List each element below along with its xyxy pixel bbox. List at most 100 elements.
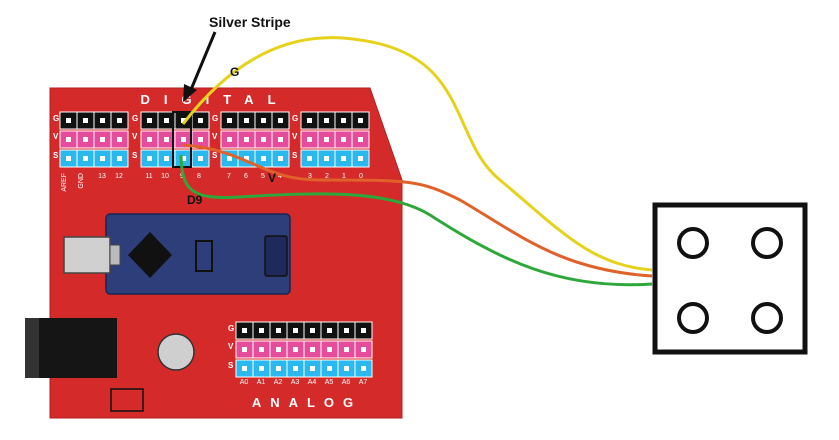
header-pin-hole xyxy=(244,118,249,123)
header-pin-hole xyxy=(198,118,203,123)
row-label-s: S xyxy=(53,151,59,160)
usb-port-inner xyxy=(109,244,121,266)
pin-label-4: 4 xyxy=(278,173,282,180)
header-pin-hole xyxy=(358,156,363,161)
pin-label-a1: A1 xyxy=(257,379,266,386)
row-label-g-2: G xyxy=(132,114,138,123)
header-pin-hole xyxy=(310,366,315,371)
pin-label-a3: A3 xyxy=(291,379,300,386)
header-pin-hole xyxy=(198,156,203,161)
pin-label-aref: AREF xyxy=(61,173,68,192)
wire-label-g: G xyxy=(230,65,239,79)
header-pin-hole xyxy=(276,366,281,371)
pin-label-13: 13 xyxy=(98,173,106,180)
header-pin-hole xyxy=(164,118,169,123)
header-pin-hole xyxy=(117,118,122,123)
pin-label-0: 0 xyxy=(359,173,363,180)
header-pin-hole xyxy=(117,137,122,142)
pin-label-gnd: GND xyxy=(78,173,85,189)
header-pin-hole xyxy=(324,156,329,161)
header-pin-hole xyxy=(307,118,312,123)
chip-small-rect xyxy=(195,240,213,272)
header-pin-hole xyxy=(278,118,283,123)
header-pin-hole xyxy=(341,156,346,161)
header-pin-hole xyxy=(242,328,247,333)
pin-label-11: 11 xyxy=(145,173,152,180)
wire-orange-voltage xyxy=(182,143,653,278)
pin-label-a4: A4 xyxy=(308,379,317,386)
pin-label-10: 10 xyxy=(161,173,169,180)
header-pin-hole xyxy=(344,366,349,371)
pin-label-5: 5 xyxy=(261,173,265,180)
analog-title: ANALOG xyxy=(252,395,362,410)
analog-row-label-g: G xyxy=(228,324,234,333)
pin-label-a6: A6 xyxy=(342,379,351,386)
header-pin-hole xyxy=(181,137,186,142)
power-jack-face xyxy=(25,318,39,378)
header-pin-hole xyxy=(293,328,298,333)
callout-arrowhead xyxy=(183,84,197,102)
header-pin-hole xyxy=(227,118,232,123)
sensor-module xyxy=(652,202,808,355)
header-pin-hole xyxy=(83,156,88,161)
header-pin-hole xyxy=(117,156,122,161)
header-pin-hole xyxy=(261,118,266,123)
header-pin-hole xyxy=(307,137,312,142)
row-label-v-3: V xyxy=(212,132,218,141)
analog-row-labels: G V S xyxy=(228,324,234,370)
header-pin-hole xyxy=(147,118,152,123)
header-pins xyxy=(59,111,373,378)
header-pin-hole xyxy=(293,366,298,371)
pin-label-6: 6 xyxy=(244,173,248,180)
header-pin-hole xyxy=(278,137,283,142)
chip-diamond xyxy=(128,232,172,278)
header-pin-hole xyxy=(259,366,264,371)
analog-row-label-v: V xyxy=(228,342,234,351)
row-label-g-3: G xyxy=(212,114,218,123)
wire-label-v: V xyxy=(268,171,276,185)
pin-label-7: 7 xyxy=(227,173,231,180)
header-pin-hole xyxy=(259,328,264,333)
pin-label-a7: A7 xyxy=(359,379,368,386)
pin-label-a5: A5 xyxy=(325,379,334,386)
header-pin-hole xyxy=(327,366,332,371)
row-label-v-4: V xyxy=(292,132,298,141)
header-pin-hole xyxy=(181,118,186,123)
header-pin-hole xyxy=(198,137,203,142)
header-pin-hole xyxy=(341,137,346,142)
header-pin-hole xyxy=(227,156,232,161)
row-label-s-3: S xyxy=(212,151,218,160)
pin-label-2: 2 xyxy=(325,173,329,180)
header-pin-hole xyxy=(261,156,266,161)
header-pin-hole xyxy=(327,347,332,352)
pin-label-a2: A2 xyxy=(274,379,283,386)
pin-label-8: 8 xyxy=(197,173,201,180)
row-label-v: V xyxy=(53,132,59,141)
wire-yellow-ground xyxy=(181,36,653,272)
header-pin-hole xyxy=(83,118,88,123)
header-pin-hole xyxy=(310,328,315,333)
header-pin-hole xyxy=(147,156,152,161)
callout-label: Silver Stripe xyxy=(209,14,291,30)
header-pin-hole xyxy=(83,137,88,142)
row-label-g-4: G xyxy=(292,114,298,123)
header-pin-hole xyxy=(66,156,71,161)
wire-label-d9: D9 xyxy=(187,193,203,207)
header-pin-hole xyxy=(100,118,105,123)
header-pin-hole xyxy=(358,137,363,142)
header-pin-hole xyxy=(361,366,366,371)
header-pin-hole xyxy=(344,328,349,333)
module-hole-4 xyxy=(751,302,783,334)
header-pin-hole xyxy=(361,328,366,333)
pin-label-1: 1 xyxy=(342,173,346,180)
header-pin-hole xyxy=(242,366,247,371)
reset-button xyxy=(157,333,195,371)
usb-connector xyxy=(63,236,111,274)
row-label-s-2: S xyxy=(132,151,138,160)
power-jack xyxy=(25,318,117,378)
header-pin-hole xyxy=(276,347,281,352)
header-pin-hole xyxy=(242,347,247,352)
pin-label-a0: A0 xyxy=(240,379,249,386)
analog-pin-labels: A0 A1 A2 A3 A4 A5 A6 A7 xyxy=(240,379,368,386)
